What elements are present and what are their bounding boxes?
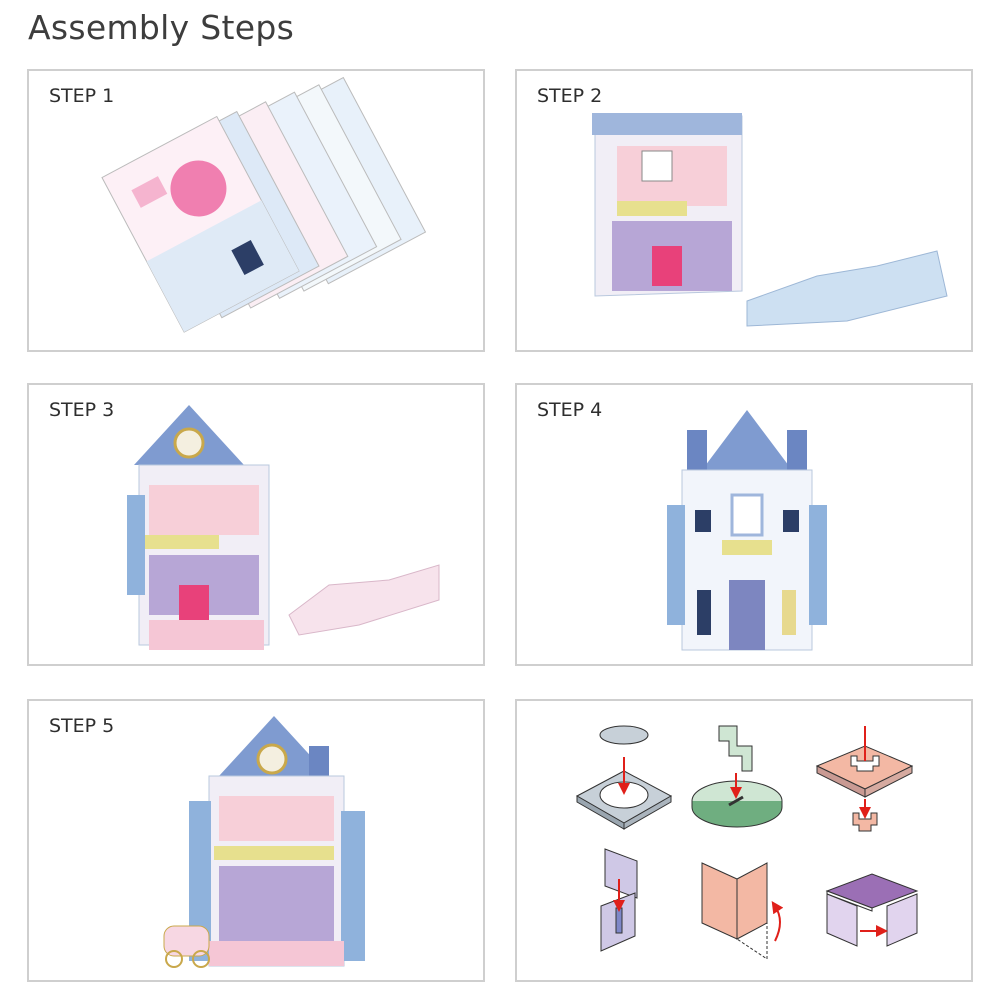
step-3-panel: STEP 3	[27, 383, 485, 666]
punch-out-sheets-image	[101, 76, 427, 333]
step-label: STEP 5	[49, 715, 115, 737]
castle-front-image	[667, 410, 827, 651]
assembly-tips-diagram-panel	[515, 699, 973, 982]
box-corner-diagram	[825, 873, 919, 947]
cross-into-hole-diagram	[815, 726, 914, 832]
castle-with-roof-image	[127, 405, 440, 650]
fold-corner-diagram	[701, 862, 784, 960]
step-label: STEP 1	[49, 85, 115, 107]
tab-into-slot-diagram	[691, 725, 783, 828]
step-label: STEP 4	[537, 399, 603, 421]
assembly-tips-diagram	[575, 725, 919, 960]
step-2-panel: STEP 2	[515, 69, 973, 352]
slot-interlock-diagram	[600, 848, 638, 952]
step-4-panel: STEP 4	[515, 383, 973, 666]
step-label: STEP 2	[537, 85, 603, 107]
completed-castle-image	[163, 716, 365, 968]
castle-base-image	[592, 113, 948, 327]
step-5-panel: STEP 5	[27, 699, 485, 982]
step-1-panel: STEP 1	[27, 69, 485, 352]
page-title: Assembly Steps	[28, 8, 295, 47]
step-label: STEP 3	[49, 399, 115, 421]
disc-into-ring-diagram	[575, 725, 673, 830]
